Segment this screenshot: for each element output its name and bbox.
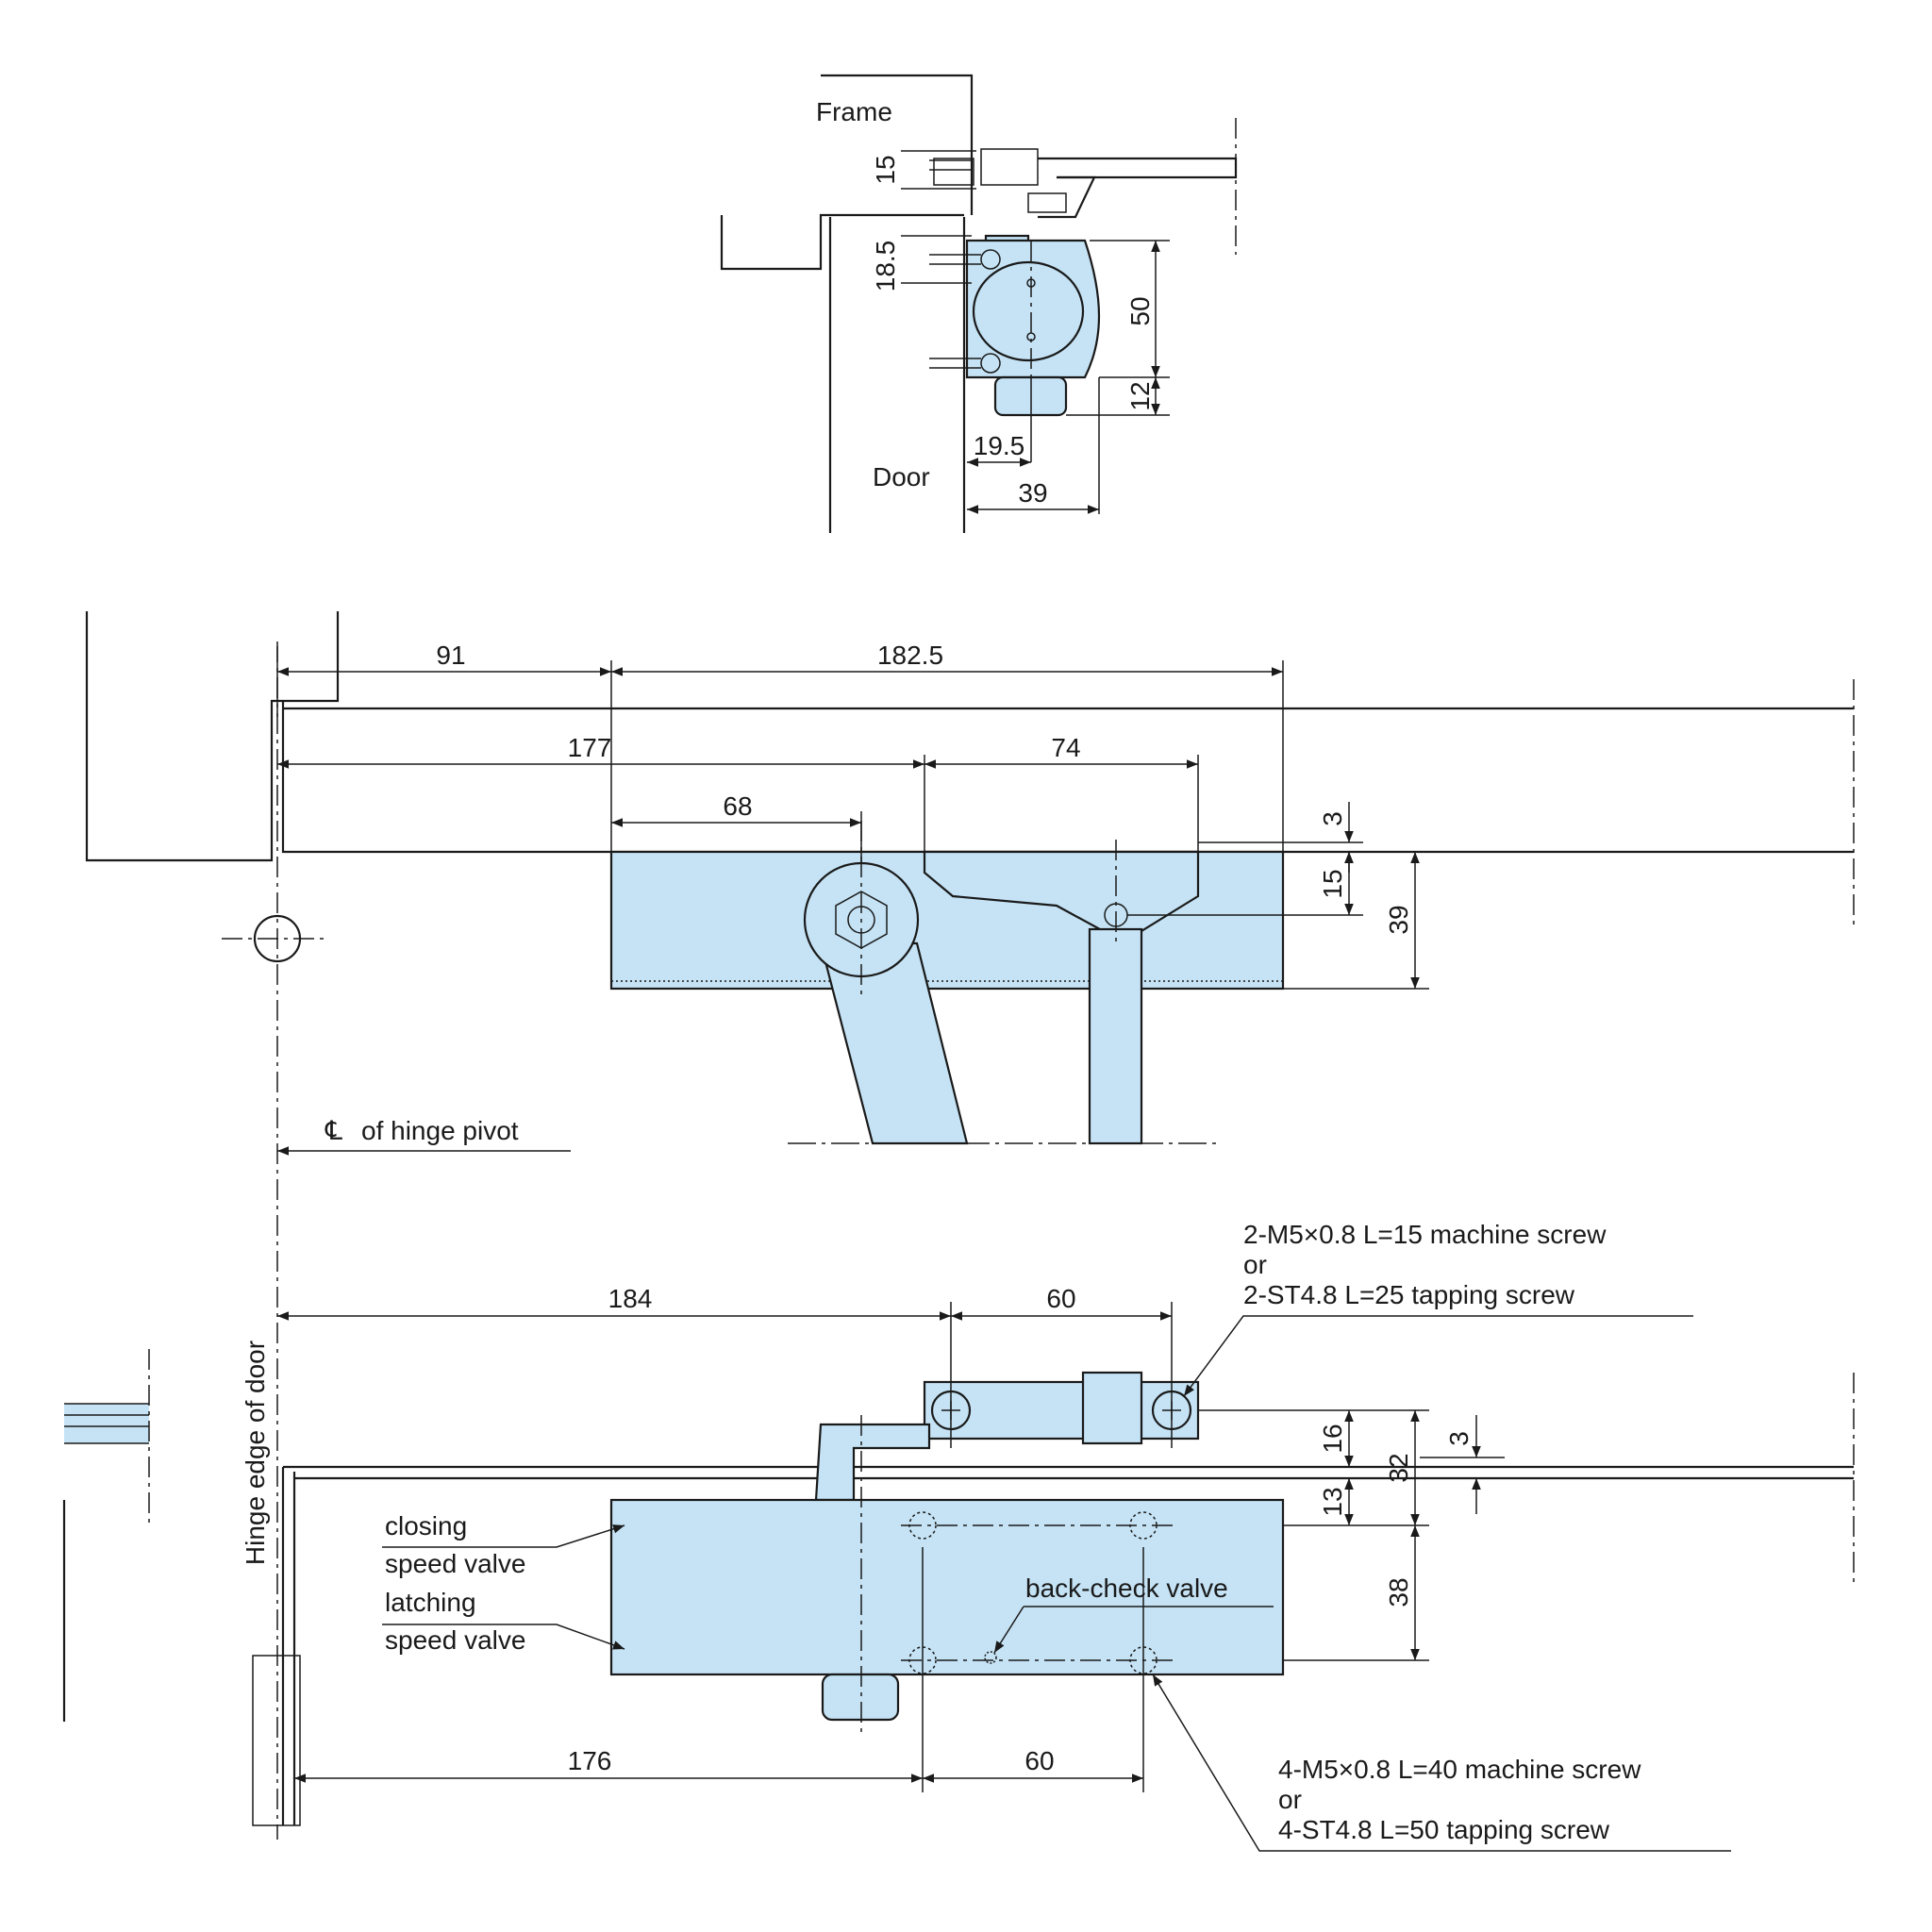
dim-91: 91 (436, 641, 465, 670)
backcheck-valve-label: back-check valve (1025, 1574, 1228, 1603)
dim-39-mid: 39 (1384, 905, 1413, 934)
closer-end-cap-front (821, 1673, 900, 1722)
dim-39: 39 (1018, 478, 1047, 508)
dim-182-5: 182.5 (877, 641, 943, 670)
dim-15-mid: 15 (1318, 869, 1347, 898)
arm-screw-note-line3: 2-ST4.8 L=25 tapping screw (1243, 1280, 1575, 1309)
dim-3: 3 (1318, 811, 1347, 826)
forearm (1088, 927, 1143, 1145)
latching-valve-line1: latching (385, 1588, 476, 1617)
hinge-leaf (252, 1655, 301, 1826)
hinge-pivot-label: of hinge pivot (361, 1116, 519, 1145)
dim-32: 32 (1384, 1453, 1413, 1482)
dim-60-top: 60 (1046, 1284, 1075, 1313)
dim-60-bottom: 60 (1024, 1746, 1054, 1775)
frame-label: Frame (816, 97, 892, 126)
arm-shoe (933, 158, 974, 186)
centerline-symbol: ℄ (325, 1116, 342, 1145)
door-label: Door (873, 462, 930, 491)
frame-jamb (85, 611, 340, 862)
dim-19-5: 19.5 (974, 431, 1025, 460)
hinge-edge (281, 1467, 296, 1825)
dim-15: 15 (871, 155, 900, 184)
door-outline (281, 701, 1854, 854)
arm-bracket (980, 148, 1039, 186)
frame-outline (821, 74, 974, 215)
frame-outline-lower (720, 213, 964, 271)
adjacent-panel (64, 1404, 149, 1443)
screw-head (980, 249, 1001, 270)
dim-12: 12 (1125, 381, 1155, 410)
closer-body-front (609, 1498, 1285, 1676)
body-screw-note-line1: 4-M5×0.8 L=40 machine screw (1278, 1755, 1641, 1784)
dim-176: 176 (568, 1746, 612, 1775)
dim-184: 184 (608, 1284, 653, 1313)
dim-13: 13 (1318, 1487, 1347, 1516)
dim-18-5: 18.5 (871, 241, 900, 292)
dim-3-bottom: 3 (1444, 1431, 1474, 1446)
arm-screw-note-line2: or (1243, 1250, 1267, 1279)
piston-housing (972, 260, 1085, 362)
middle-view: 91 182.5 177 74 68 3 15 39 ℄ of hinge pi… (85, 611, 1855, 1840)
main-arm-front (814, 1423, 931, 1502)
door-top-edges (283, 1465, 1854, 1480)
hinge-edge-label: Hinge edge of door (241, 1341, 270, 1565)
dim-68: 68 (723, 791, 752, 821)
main-arm-top (1038, 157, 1238, 179)
dim-38: 38 (1384, 1577, 1413, 1607)
arm-screw-note-line1: 2-M5×0.8 L=15 machine screw (1243, 1220, 1607, 1249)
arm-shoe-block (1081, 1371, 1143, 1445)
arm-screw-shafts (929, 159, 972, 171)
closing-valve-line2: speed valve (385, 1549, 525, 1578)
top-view: 15 18.5 50 12 19.5 39 Frame Door (720, 74, 1238, 533)
closing-valve-line1: closing (385, 1511, 467, 1541)
latching-valve-line2: speed valve (385, 1625, 525, 1655)
screw-head (980, 353, 1001, 374)
dim-50: 50 (1125, 296, 1155, 325)
arm-elbow (1038, 175, 1096, 219)
dim-16: 16 (1318, 1424, 1347, 1453)
body-screw-note-line2: or (1278, 1785, 1302, 1814)
body-screw-note-line3: 4-ST4.8 L=50 tapping screw (1278, 1815, 1610, 1844)
dim-74: 74 (1051, 733, 1080, 762)
bottom-view: 184 60 16 13 32 38 3 176 60 Hinge edge o… (62, 1220, 1855, 1852)
screw-shafts (929, 254, 981, 369)
spindle-nut (1027, 192, 1067, 213)
dim-177: 177 (568, 733, 612, 762)
